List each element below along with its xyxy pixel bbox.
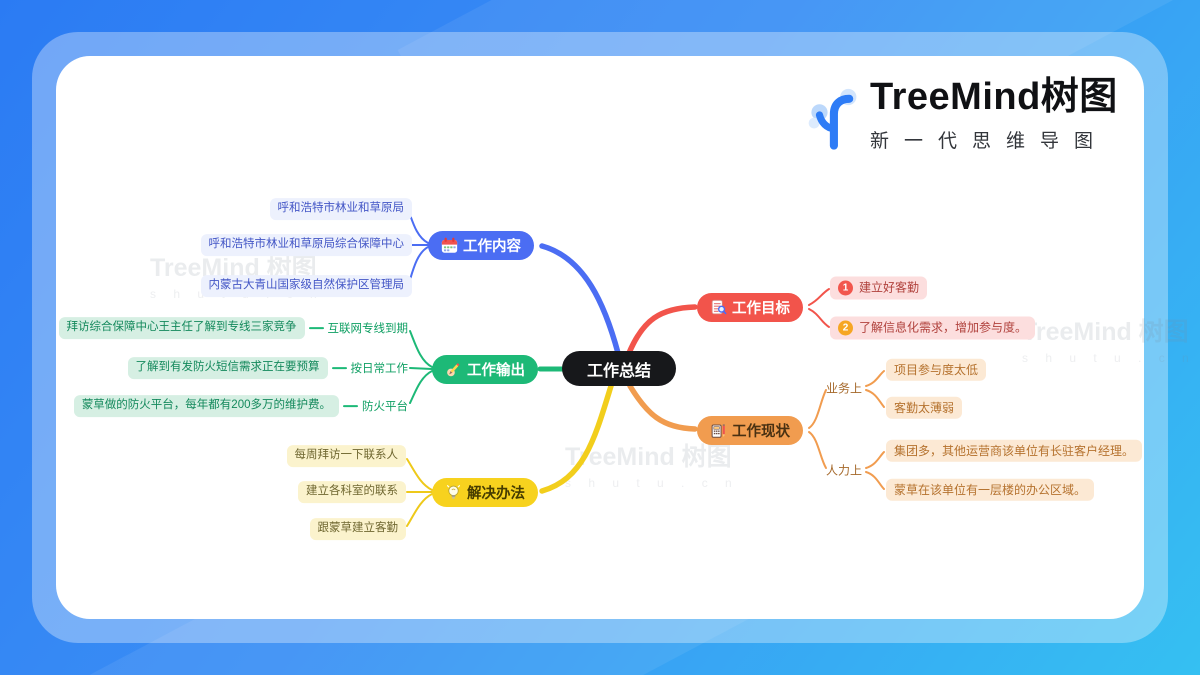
grandchild-node[interactable]: 项目参与度太低: [886, 358, 987, 382]
document-search-icon: [710, 299, 727, 316]
tree-logo-icon: [806, 78, 860, 153]
child-node[interactable]: 每周拜访一下联系人: [286, 445, 406, 467]
child-node-label: 内蒙古大青山国家级自然保护区管理局: [200, 275, 412, 297]
connector-dash: [308, 326, 324, 329]
child-node-label: 呼和浩特市林业和草原局: [269, 198, 412, 220]
child-node[interactable]: 建立各科室的联系: [298, 481, 406, 503]
branch-label: 工作输出: [467, 363, 525, 379]
grandchild-node-label: 项目参与度太低: [886, 358, 987, 382]
logo-title: TreeMind树图: [870, 76, 1118, 118]
child-node[interactable]: 内蒙古大青山国家级自然保护区管理局: [200, 275, 412, 297]
grandchild-node-label: 蒙草做的防火平台，每年都有200多万的维护费。: [73, 395, 339, 417]
child-row[interactable]: 蒙草做的防火平台，每年都有200多万的维护费。 防火平台: [73, 395, 408, 417]
grandchild-node-label: 集团多，其他运营商该单位有长驻客户经理。: [886, 439, 1143, 463]
child-node-label: 了解信息化需求，增加参与度。: [859, 320, 1028, 335]
treemind-logo: TreeMind树图 新一代思维导图: [806, 76, 1118, 153]
child-node[interactable]: 呼和浩特市林业和草原局综合保障中心: [200, 234, 412, 256]
calendar-icon: [441, 237, 458, 254]
child-row[interactable]: 拜访综合保障中心王主任了解到专线三家竞争 互联网专线到期: [58, 317, 409, 339]
root-node[interactable]: 工作总结: [562, 351, 677, 386]
grandchild-node-label: 了解到有发防火短信需求正在要预算: [127, 357, 328, 379]
writing-hand-icon: [445, 361, 462, 378]
connector-dash: [343, 404, 358, 407]
branch-label: 工作内容: [463, 239, 521, 255]
child-node-label: 建立好客勤: [859, 280, 920, 295]
lightbulb-icon: [445, 484, 462, 501]
child-node-label: 按日常工作: [350, 362, 409, 375]
child-node-body: 2 了解信息化需求，增加参与度。: [830, 316, 1036, 340]
child-node[interactable]: 1 建立好客勤: [830, 276, 928, 300]
branch-label: 工作目标: [732, 301, 790, 317]
logo-subtitle: 新一代思维导图: [870, 130, 1109, 152]
branch-node-solutions[interactable]: 解决办法: [432, 478, 538, 507]
root-node-label: 工作总结: [587, 362, 652, 380]
child-node-label: 呼和浩特市林业和草原局综合保障中心: [200, 234, 412, 256]
grandchild-node-label: 拜访综合保障中心王主任了解到专线三家竞争: [58, 317, 305, 339]
child-node-label: 人力上: [826, 463, 863, 478]
child-node-label: 互联网专线到期: [327, 322, 409, 335]
grandchild-node[interactable]: 蒙草在该单位有一层楼的办公区域。: [886, 478, 1095, 502]
child-node[interactable]: 业务上: [826, 380, 862, 397]
grandchild-node-label: 客勤太薄弱: [886, 396, 963, 420]
branch-node-work-goals[interactable]: 工作目标: [697, 293, 803, 322]
number-badge-2: 2: [838, 320, 853, 336]
child-node-label: 跟蒙草建立客勤: [309, 518, 406, 540]
child-node-label: 每周拜访一下联系人: [286, 445, 406, 467]
branch-node-work-status[interactable]: 工作现状: [697, 416, 803, 445]
connector-dash: [331, 366, 347, 369]
grandchild-node[interactable]: 客勤太薄弱: [886, 396, 963, 420]
child-node-label: 业务上: [826, 381, 863, 396]
child-node[interactable]: 跟蒙草建立客勤: [309, 518, 406, 540]
child-node-label: 防火平台: [362, 400, 408, 413]
branch-label: 解决办法: [467, 486, 525, 502]
branch-node-work-content[interactable]: 工作内容: [428, 231, 534, 260]
logo-text: TreeMind树图 新一代思维导图: [870, 76, 1118, 153]
child-node-body: 1 建立好客勤: [830, 276, 928, 300]
child-row[interactable]: 了解到有发防火短信需求正在要预算 按日常工作: [127, 357, 409, 379]
child-node[interactable]: 呼和浩特市林业和草原局: [269, 198, 412, 220]
child-node[interactable]: 2 了解信息化需求，增加参与度。: [830, 316, 1036, 340]
number-badge-1: 1: [838, 280, 853, 296]
child-node-label: 建立各科室的联系: [298, 481, 406, 503]
grandchild-node-label: 蒙草在该单位有一层楼的办公区域。: [886, 478, 1095, 502]
branch-label: 工作现状: [732, 424, 790, 440]
branch-node-work-output[interactable]: 工作输出: [432, 355, 538, 384]
child-node[interactable]: 人力上: [826, 462, 862, 479]
calculator-icon: [710, 422, 727, 439]
grandchild-node[interactable]: 集团多，其他运营商该单位有长驻客户经理。: [886, 439, 1143, 463]
